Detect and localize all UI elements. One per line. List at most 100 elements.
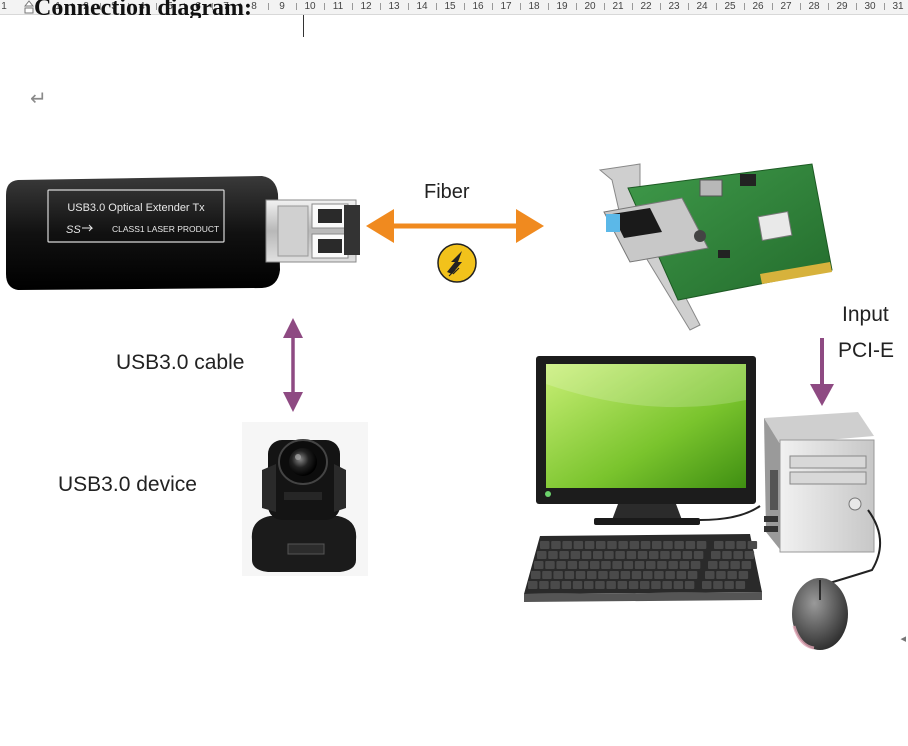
keyboard-key: [570, 551, 581, 559]
keyboard-key: [649, 551, 659, 559]
ruler-number: 20: [584, 1, 596, 12]
keyboard-key: [556, 561, 566, 569]
ruler-number: 2: [83, 1, 89, 12]
keyboard-key: [615, 551, 625, 559]
ruler-number: 3: [111, 1, 117, 12]
keyboard-key: [654, 571, 664, 579]
keyboard-key: [676, 571, 687, 579]
ruler-number: 28: [808, 1, 820, 12]
keyboard-key: [685, 541, 696, 549]
keyboard-key: [722, 551, 732, 559]
keyboard-key: [738, 571, 749, 579]
ruler-number: 16: [472, 1, 484, 12]
keyboard-key: [727, 571, 737, 579]
keyboard-key: [561, 581, 572, 589]
ruler-tick: [632, 3, 633, 10]
ruler-number: 22: [640, 1, 652, 12]
ruler-tick: [408, 3, 409, 10]
keyboard-key: [593, 551, 603, 559]
keyboard-key: [534, 561, 544, 569]
ruler-tick: [744, 3, 745, 10]
keyboard-key: [601, 561, 611, 569]
ruler-number: 14: [416, 1, 428, 12]
ruler-tick: [548, 3, 549, 10]
ruler-tick: [212, 3, 213, 10]
ruler-number: 6: [195, 1, 201, 12]
document-heading: Connection diagram:: [34, 0, 252, 18]
ruler-tick: [660, 3, 661, 10]
ruler-number: 10: [304, 1, 316, 12]
ruler-number: 25: [724, 1, 736, 12]
ruler-tick: [100, 3, 101, 10]
text-cursor: [303, 15, 304, 37]
ruler-tick: [604, 3, 605, 10]
ruler-number: 9: [279, 1, 285, 12]
keyboard-key: [747, 541, 758, 549]
keyboard-key: [531, 571, 541, 579]
keyboard-key: [693, 551, 704, 559]
keyboard-key: [662, 581, 672, 589]
keyboard-key: [595, 581, 605, 589]
ruler-tick: [352, 3, 353, 10]
keyboard-key: [679, 561, 690, 569]
ruler-tick: [240, 3, 241, 10]
laser-warning-icon: [437, 243, 477, 283]
keyboard-key: [736, 541, 746, 549]
keyboard-key: [604, 551, 614, 559]
keyboard-key: [612, 561, 622, 569]
ruler-tick: [436, 3, 437, 10]
keyboard-key: [719, 561, 729, 569]
ruler-number: 7: [223, 1, 229, 12]
ruler-tick: [324, 3, 325, 10]
indent-marker-icon[interactable]: [24, 0, 34, 14]
ruler-tick: [128, 3, 129, 10]
ruler-number: 29: [836, 1, 848, 12]
usb-cable-double-arrow: [283, 318, 303, 412]
ruler-number: 11: [332, 1, 344, 12]
keyboard-key: [671, 551, 681, 559]
keyboard-key: [634, 561, 645, 569]
keyboard-key: [539, 581, 549, 589]
ruler-tick: [296, 3, 297, 10]
keyboard-key: [646, 561, 656, 569]
keyboard-key: [617, 581, 628, 589]
ruler-number: 27: [780, 1, 792, 12]
ruler-tick: [156, 3, 157, 10]
keyboard-key: [716, 571, 726, 579]
keyboard-key: [573, 541, 584, 549]
keyboard-key: [587, 571, 597, 579]
keyboard-key: [548, 551, 558, 559]
ruler-number: 31: [892, 1, 904, 12]
usb-device-label: USB3.0 device: [58, 473, 197, 496]
keyboard-key: [584, 541, 595, 549]
ruler-number: 30: [864, 1, 876, 12]
ruler-tick: [688, 3, 689, 10]
keyboard-key: [705, 571, 715, 579]
ruler-number: 23: [668, 1, 680, 12]
keyboard-key: [640, 541, 651, 549]
keyboard-key: [735, 581, 746, 589]
keyboard-key: [542, 571, 552, 579]
keyboard-key: [551, 541, 561, 549]
extender-label-line1: USB3.0 Optical Extender Tx: [67, 202, 205, 214]
ruler-tick: [380, 3, 381, 10]
keyboard-key: [567, 561, 578, 569]
input-label: Input: [842, 303, 889, 326]
keyboard-key: [537, 551, 547, 559]
usb-cable-label: USB3.0 cable: [116, 351, 245, 374]
ruler-number: 18: [528, 1, 540, 12]
keyboard-key: [708, 561, 718, 569]
keyboard-key: [590, 561, 600, 569]
keyboard-key: [559, 551, 569, 559]
keyboard-key: [550, 581, 560, 589]
ruler-number: 21: [612, 1, 624, 12]
ruler-tick: [800, 3, 801, 10]
keyboard-key: [730, 561, 740, 569]
ruler-tick: [184, 3, 185, 10]
ruler-number: 12: [360, 1, 372, 12]
ruler-tick: [72, 3, 73, 10]
ruler-tick: [464, 3, 465, 10]
scroll-left-icon[interactable]: ◂: [900, 633, 906, 645]
